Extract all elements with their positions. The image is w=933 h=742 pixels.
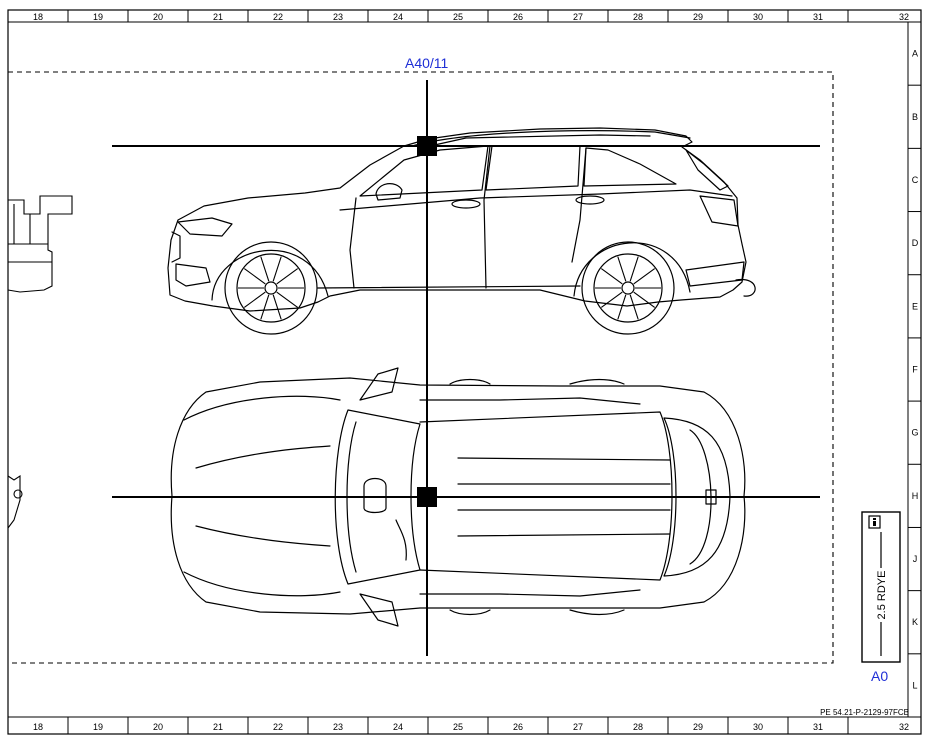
vehicle-top-view: [170, 367, 746, 627]
top-ruler-label: 23: [333, 12, 343, 22]
right-ruler-label: E: [912, 301, 918, 311]
bottom-ruler-label: 28: [633, 722, 643, 732]
sheet-border: [7, 9, 922, 735]
right-ruler-label: A: [912, 49, 918, 59]
bottom-ruler-label: 25: [453, 722, 463, 732]
info-icon-bar: [873, 521, 876, 526]
top-ruler-label: 24: [393, 12, 403, 22]
bottom-ruler-label: 18: [33, 722, 43, 732]
wire-color-label: 2.5 RDYE: [876, 571, 888, 620]
vehicle-side-view: [167, 127, 756, 312]
right-ruler-label: J: [913, 554, 918, 564]
component-ref-label[interactable]: A40/11: [405, 55, 449, 71]
symbol-box: [861, 511, 901, 663]
top-ruler-label: 29: [693, 12, 703, 22]
wheel-spoke: [617, 256, 627, 282]
bottom-ruler-label: 26: [513, 722, 523, 732]
wheel-spoke: [600, 268, 623, 285]
wheel-spoke: [617, 294, 627, 320]
location-ref-label[interactable]: A0: [871, 668, 889, 684]
bottom-ruler-label: 24: [393, 722, 403, 732]
document-code: PE 54.21-P-2129-97FCB: [820, 708, 909, 717]
bottom-ruler-label: 32: [899, 722, 909, 732]
wheel-spoke: [276, 291, 299, 308]
top-ruler-label: 28: [633, 12, 643, 22]
top-ruler-label: 25: [453, 12, 463, 22]
top-ruler-label: 26: [513, 12, 523, 22]
top-ruler: 18 19 20 21 22 23 24 25 26 27 28 29 30 31 32: [33, 10, 909, 22]
wheel-spoke: [272, 294, 282, 320]
right-ruler-label: D: [912, 238, 919, 248]
right-ruler-label: B: [912, 112, 918, 122]
top-ruler-label: 21: [213, 12, 223, 22]
right-ruler-label: F: [912, 365, 918, 375]
locator-marker-upper[interactable]: [417, 136, 437, 156]
top-ruler-label: 32: [899, 12, 909, 22]
wheel-spoke: [272, 256, 282, 282]
bottom-ruler-label: 22: [273, 722, 283, 732]
wheel-spoke: [633, 291, 656, 308]
locator-marker-lower[interactable]: [417, 487, 437, 507]
info-icon-dot: [873, 518, 876, 520]
bottom-ruler-label: 27: [573, 722, 583, 732]
wheel-spoke: [276, 268, 299, 285]
wheel-spoke: [260, 256, 270, 282]
wheel-spoke: [633, 268, 656, 285]
bottom-ruler-label: 29: [693, 722, 703, 732]
bottom-ruler: 18 19 20 21 22 23 24 25 26 27 28 29 30 31 32: [33, 717, 909, 734]
top-ruler-label: 19: [93, 12, 103, 22]
bottom-ruler-label: 21: [213, 722, 223, 732]
right-ruler-label: H: [912, 491, 919, 501]
bottom-ruler-label: 31: [813, 722, 823, 732]
right-ruler-label: C: [912, 175, 919, 185]
wheel-spoke: [243, 291, 266, 308]
right-ruler-label: L: [912, 680, 917, 690]
adjacent-component-drawing: [7, 195, 73, 529]
top-ruler-label: 27: [573, 12, 583, 22]
right-ruler-label: K: [912, 617, 918, 627]
top-ruler-label: 18: [33, 12, 43, 22]
right-ruler: A B C D E F G H J K L: [908, 49, 921, 690]
bottom-ruler-label: 19: [93, 722, 103, 732]
wheel-spoke: [629, 256, 639, 282]
bottom-ruler-label: 30: [753, 722, 763, 732]
top-ruler-label: 20: [153, 12, 163, 22]
top-ruler-label: 31: [813, 12, 823, 22]
wheel-spoke: [260, 294, 270, 320]
rear-wheel: [581, 241, 675, 335]
bottom-ruler-label: 20: [153, 722, 163, 732]
bottom-ruler-label: 23: [333, 722, 343, 732]
top-ruler-label: 30: [753, 12, 763, 22]
wheel-spoke: [629, 294, 639, 320]
wheel-spoke: [600, 291, 623, 308]
locator-crosshair: [112, 80, 820, 656]
right-ruler-label: G: [911, 428, 918, 438]
wheel-spoke: [243, 268, 266, 285]
dashed-boundary: [8, 71, 834, 664]
front-wheel: [224, 241, 318, 335]
top-ruler-label: 22: [273, 12, 283, 22]
